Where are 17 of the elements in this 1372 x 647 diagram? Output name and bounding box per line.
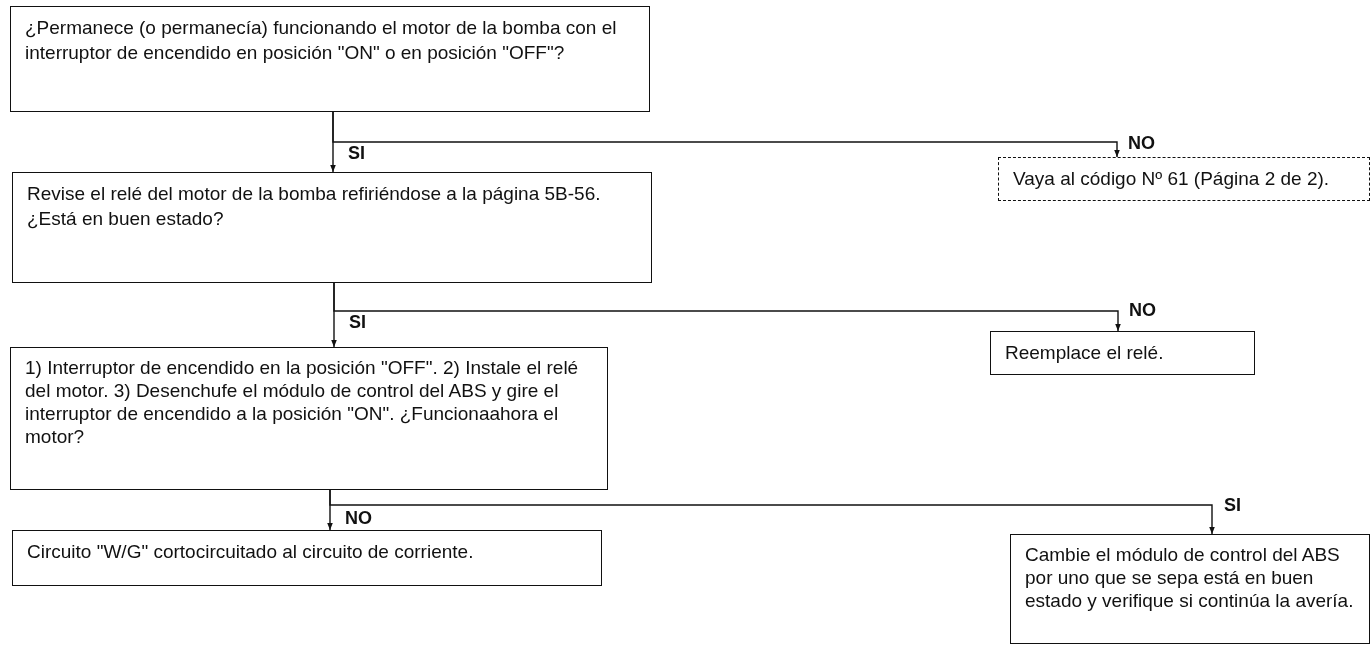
process-box — [12, 530, 602, 586]
arrow — [329, 489, 1215, 535]
process-box — [10, 6, 650, 112]
arrow — [333, 282, 1121, 332]
box-text: 1) Interruptor de encendido en la posición "OFF". 2) Instale el relé del motor. 3) Desenchufe el módulo de control del ABS y gire el interruptor de encendido a la posición "ON". ¿Funcionaahora el motor? — [25, 356, 580, 448]
reference-box — [998, 157, 1370, 201]
box-text: Revise el relé del motor de la bomba refiriéndose a la página 5B-56. ¿Está en buen estado? — [27, 182, 602, 231]
box-text: Cambie el módulo de control del ABS por uno que se sepa está en buen estado y verifique si continúa la avería. — [1025, 543, 1355, 612]
box-text: Circuito "W/G" cortocircuitado al circuito de corriente. — [27, 540, 475, 564]
process-box — [1010, 534, 1370, 644]
box-text: ¿Permanece (o permanecía) funcionando el motor de la bomba con el interruptor de encendido en posición "ON" o en posición "OFF"? — [25, 16, 618, 65]
process-box — [10, 347, 608, 490]
box-text: Vaya al código Nº 61 (Página 2 de 2). — [1013, 167, 1331, 191]
process-box — [12, 172, 652, 283]
arrow — [332, 111, 1120, 158]
process-box — [990, 331, 1255, 375]
box-text: Reemplace el relé. — [1005, 341, 1165, 365]
